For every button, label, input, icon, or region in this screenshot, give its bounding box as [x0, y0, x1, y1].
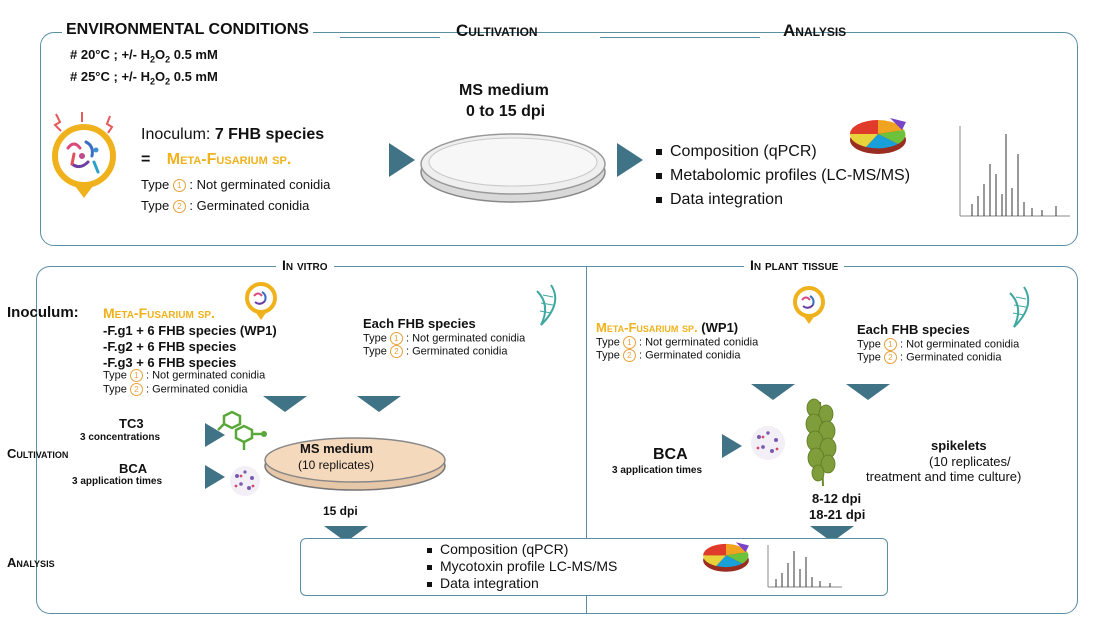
top-analysis-list: Composition (qPCR) Metabolomic profiles …	[656, 140, 910, 212]
inplant-type-2: Type 2 : Germinated conidia	[596, 349, 741, 362]
invitro-arrow-down-2	[357, 396, 401, 412]
inplant-dpi-2: 18-21 dpi	[809, 507, 866, 522]
invitro-ms-medium: MS medium	[300, 441, 373, 456]
inplant-type-1: Type 1 : Not germinated conidia	[596, 336, 759, 349]
analysis-label: Analysis	[7, 555, 55, 570]
tc3-label: TC3	[119, 416, 144, 431]
invitro-each-type-2: Type 2 : Germinated conidia	[363, 345, 508, 358]
inplant-bca-sub: 3 application times	[612, 465, 703, 476]
meta-fusarium-icon-plant	[793, 286, 825, 324]
invitro-arrow-down-1	[263, 396, 307, 412]
inplant-each-type-2: Type 2 : Germinated conidia	[857, 351, 1002, 364]
top-type-1: Type 1 : Not germinated conidia	[141, 177, 331, 193]
invitro-meta-name: Meta-Fusarium sp.	[103, 305, 215, 321]
bca-culture-icon	[230, 466, 260, 496]
top-arrow-1	[389, 143, 415, 177]
meta-fusarium-icon-small	[245, 282, 277, 320]
invitro-each-type-1: Type 1 : Not germinated conidia	[363, 332, 526, 345]
inplant-each-type-1: Type 1 : Not germinated conidia	[857, 338, 1020, 351]
invitro-each-species: Each FHB species	[363, 316, 476, 331]
pie-chart-icon-small	[703, 542, 749, 572]
mass-spectrum-icon	[959, 126, 1070, 217]
bottom-analysis-item: Mycotoxin profile LC-MS/MS	[427, 558, 617, 575]
top-ms-medium: MS medium	[459, 82, 549, 99]
top-analysis-item: Composition (qPCR)	[656, 140, 910, 164]
meta-equals: = Meta-Fusarium sp.	[141, 151, 292, 168]
invitro-dpi: 15 dpi	[323, 504, 358, 518]
invitro-inoculum-label: Inoculum:	[7, 304, 79, 321]
strain-item: -F.g1 + 6 FHB species (WP1)	[103, 323, 277, 338]
strain-item: -F.g2 + 6 FHB species	[103, 339, 237, 354]
mass-spectrum-icon-small	[767, 545, 842, 588]
invitro-type-2: Type 2 : Germinated conidia	[103, 383, 248, 396]
bca-arrow-plant	[722, 434, 742, 458]
bca-arrow-invitro	[205, 465, 225, 489]
invitro-bca-label: BCA	[119, 461, 148, 476]
inplant-arrow-down-1	[751, 384, 795, 400]
inoculum-line: Inoculum: 7 FHB species	[141, 126, 325, 143]
top-analysis-item: Data integration	[656, 188, 910, 212]
header-line-mid	[600, 37, 760, 38]
bottom-analysis-list: Composition (qPCR) Mycotoxin profile LC-…	[427, 541, 617, 592]
top-type-2: Type 2 : Germinated conidia	[141, 198, 310, 214]
cultivation-title: Cultivation	[456, 21, 538, 40]
analysis-title: Analysis	[783, 21, 847, 40]
top-arrow-2	[617, 143, 643, 177]
inplant-meta-line: Meta-Fusarium sp. (WP1)	[596, 320, 739, 335]
bottom-analysis-item: Composition (qPCR)	[427, 541, 617, 558]
leaf-icon	[536, 284, 557, 326]
spikelets-sub-1: (10 replicates/	[929, 454, 1011, 469]
top-analysis-item: Metabolomic profiles (LC-MS/MS)	[656, 164, 910, 188]
petri-dish-top	[420, 133, 606, 203]
analysis-box	[300, 538, 888, 596]
strain-item: -F.g3 + 6 FHB species	[103, 355, 237, 370]
inplant-dpi-1: 8-12 dpi	[812, 491, 862, 506]
inplant-arrow-down-2	[846, 384, 890, 400]
wheat-spike-icon	[805, 398, 837, 487]
env-line-1: # 20°C ; +/- H2O2 0.5 mM	[70, 47, 218, 65]
inplant-each-species: Each FHB species	[857, 322, 970, 337]
spikelets-sub-2: treatment and time culture)	[866, 469, 1022, 484]
env-line-2: # 25°C ; +/- H2O2 0.5 mM	[70, 69, 218, 87]
cultivation-label: Cultivation	[7, 446, 69, 461]
leaf-icon-plant	[1009, 286, 1030, 328]
spikelets-label: spikelets	[931, 438, 987, 453]
tc3-sub: 3 concentrations	[80, 432, 161, 443]
bottom-analysis-item: Data integration	[427, 575, 617, 592]
top-panel	[40, 32, 1078, 246]
invitro-title: In vitro	[276, 257, 334, 273]
petri-dish-invitro	[264, 437, 446, 491]
top-dpi-range: 0 to 15 dpi	[466, 103, 546, 120]
header-line-left	[340, 37, 440, 38]
tc3-molecule-icon	[217, 410, 267, 450]
bca-culture-icon-plant	[751, 426, 785, 460]
invitro-bca-sub: 3 application times	[72, 476, 163, 487]
inplant-title: In plant tissue	[744, 257, 845, 273]
meta-fusarium-icon	[52, 112, 116, 198]
inplant-bca-label: BCA	[653, 446, 688, 463]
pie-chart-icon	[849, 118, 906, 154]
invitro-replicates: (10 replicates)	[298, 458, 375, 472]
invitro-type-1: Type 1 : Not germinated conidia	[103, 369, 266, 382]
strain-list: -F.g1 + 6 FHB species (WP1) -F.g2 + 6 FH…	[103, 323, 277, 371]
env-conditions-title: ENVIRONMENTAL CONDITIONS	[62, 21, 313, 39]
